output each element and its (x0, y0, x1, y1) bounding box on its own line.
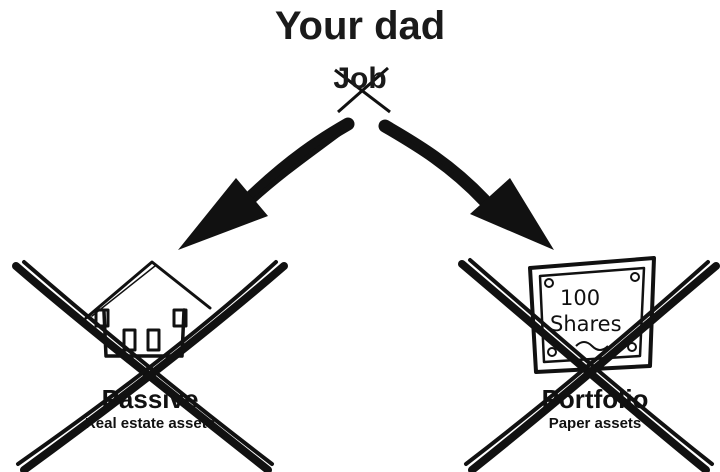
arrow-left (178, 117, 355, 250)
right-branch-cross (458, 258, 720, 472)
origin-label-job: Job (333, 62, 387, 95)
certificate-count: 100 (560, 286, 601, 310)
right-branch-title: Portfolio (541, 384, 649, 414)
left-branch-label: Passive Real estate assets (30, 384, 270, 434)
left-branch-cross (12, 260, 288, 472)
house-icon (84, 260, 212, 358)
arrow-right (378, 119, 554, 250)
left-branch-title: Passive (101, 384, 199, 414)
certificate-word: Shares (550, 312, 622, 336)
right-branch-label: Portfolio Paper assets (480, 384, 710, 434)
right-branch-subtitle: Paper assets (548, 415, 642, 432)
diagram-title: Your dad (274, 4, 446, 48)
job-cross (334, 66, 391, 114)
left-branch-subtitle: Real estate assets (84, 415, 216, 432)
